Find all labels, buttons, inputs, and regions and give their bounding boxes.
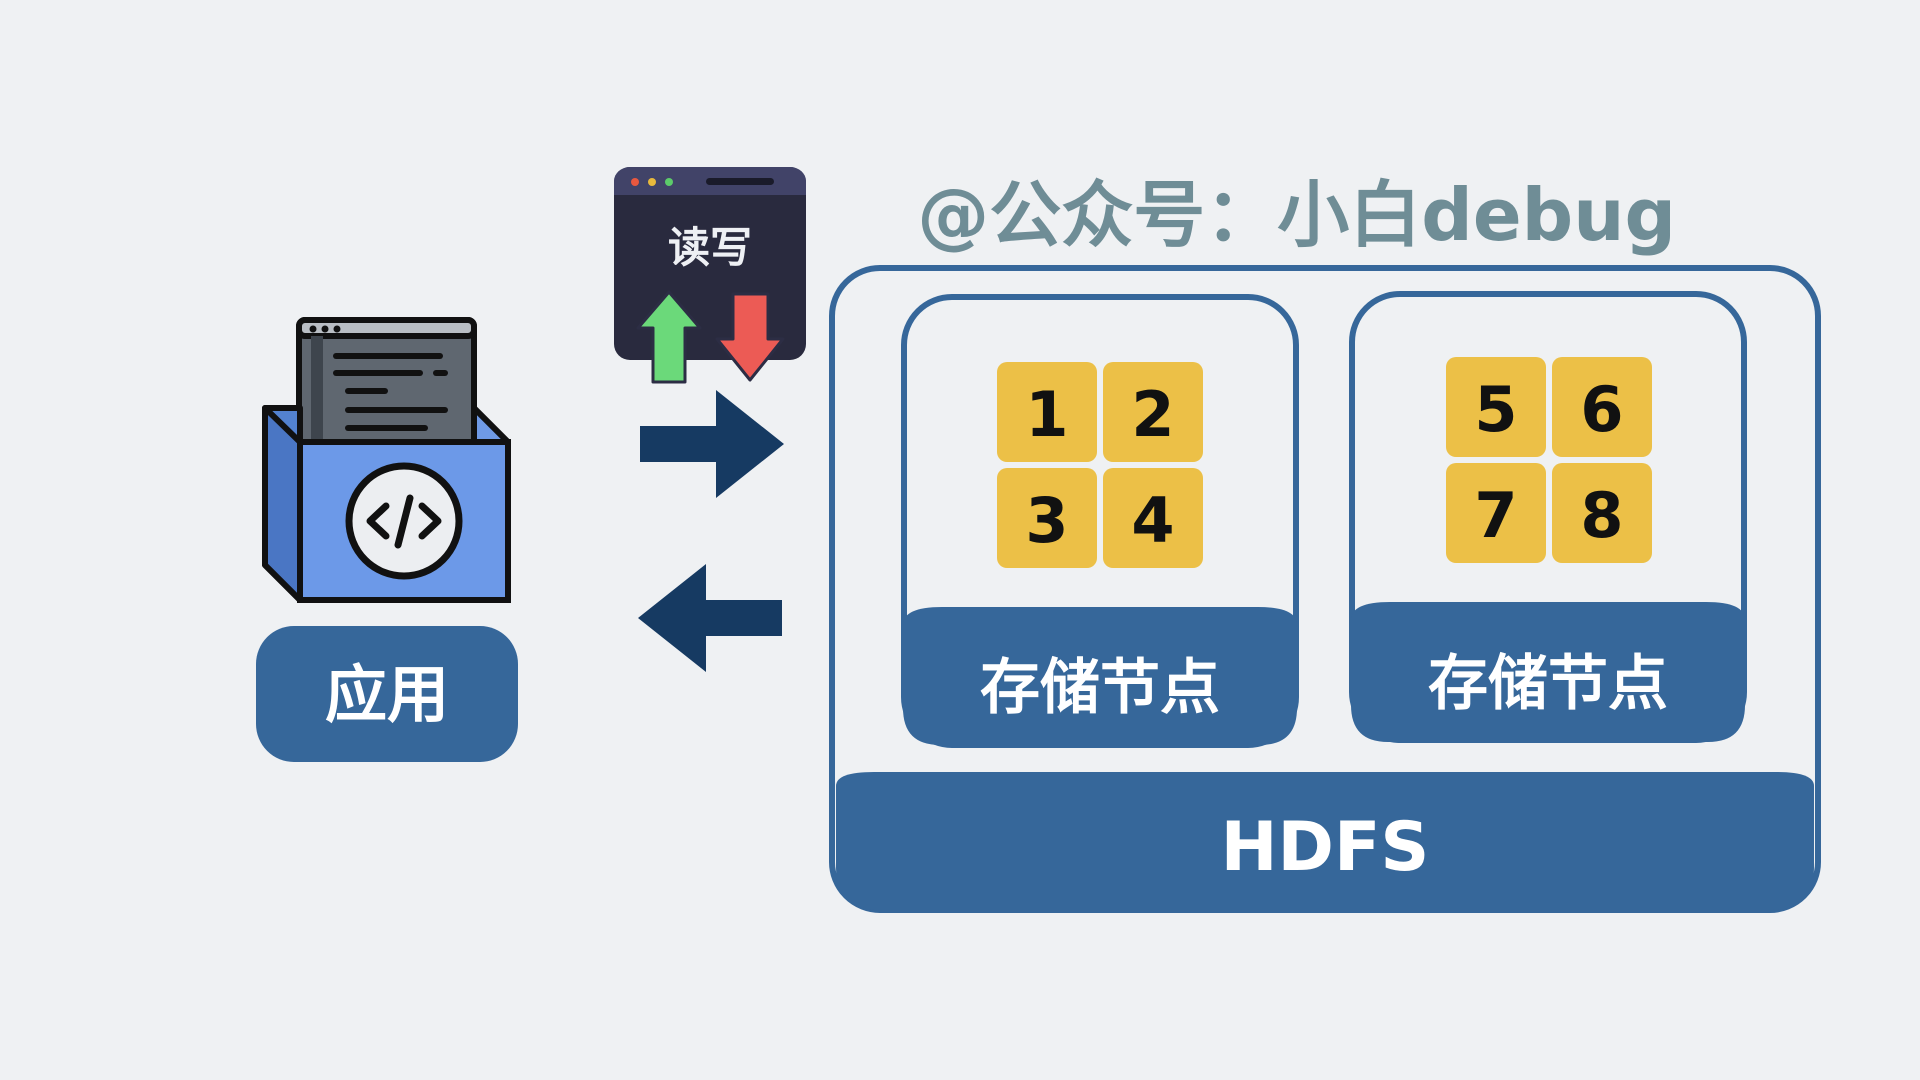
data-block xyxy=(997,468,1097,568)
block-label: 6 xyxy=(1580,373,1623,446)
hdfs-label: HDFS xyxy=(1221,808,1430,887)
arrow-right-icon xyxy=(640,390,784,498)
rw-label: 读写 xyxy=(668,223,752,272)
data-block xyxy=(1446,357,1546,457)
block-label: 5 xyxy=(1474,373,1517,446)
hdfs-cluster: HDFS xyxy=(829,265,1821,913)
data-block xyxy=(1103,468,1203,568)
block-label: 7 xyxy=(1474,479,1517,552)
data-block xyxy=(1552,357,1652,457)
upload-arrow-icon xyxy=(636,290,702,384)
browser-window-icon: 读写 xyxy=(614,167,806,360)
watermark: @公众号：小白debug xyxy=(917,173,1676,257)
block-label: 8 xyxy=(1580,479,1623,552)
storage-node: 存储节点 5 6 7 8 xyxy=(1349,291,1747,743)
block-label: 3 xyxy=(1025,484,1068,557)
data-block xyxy=(997,362,1097,462)
data-block xyxy=(1552,463,1652,563)
block-label: 2 xyxy=(1131,378,1174,451)
data-block xyxy=(1446,463,1546,563)
data-block xyxy=(1103,362,1203,462)
block-label: 1 xyxy=(1025,378,1068,451)
storage-node-label: 存储节点 xyxy=(1428,649,1668,719)
block-label: 4 xyxy=(1131,484,1174,557)
arrow-left-icon xyxy=(638,564,782,672)
download-arrow-icon xyxy=(715,292,785,382)
app-label: 应用 xyxy=(325,658,449,731)
code-box-icon xyxy=(262,317,511,603)
storage-node: 存储节点 1 2 3 4 xyxy=(901,294,1299,748)
storage-node-label: 存储节点 xyxy=(980,653,1220,723)
app-label-box xyxy=(256,626,518,762)
